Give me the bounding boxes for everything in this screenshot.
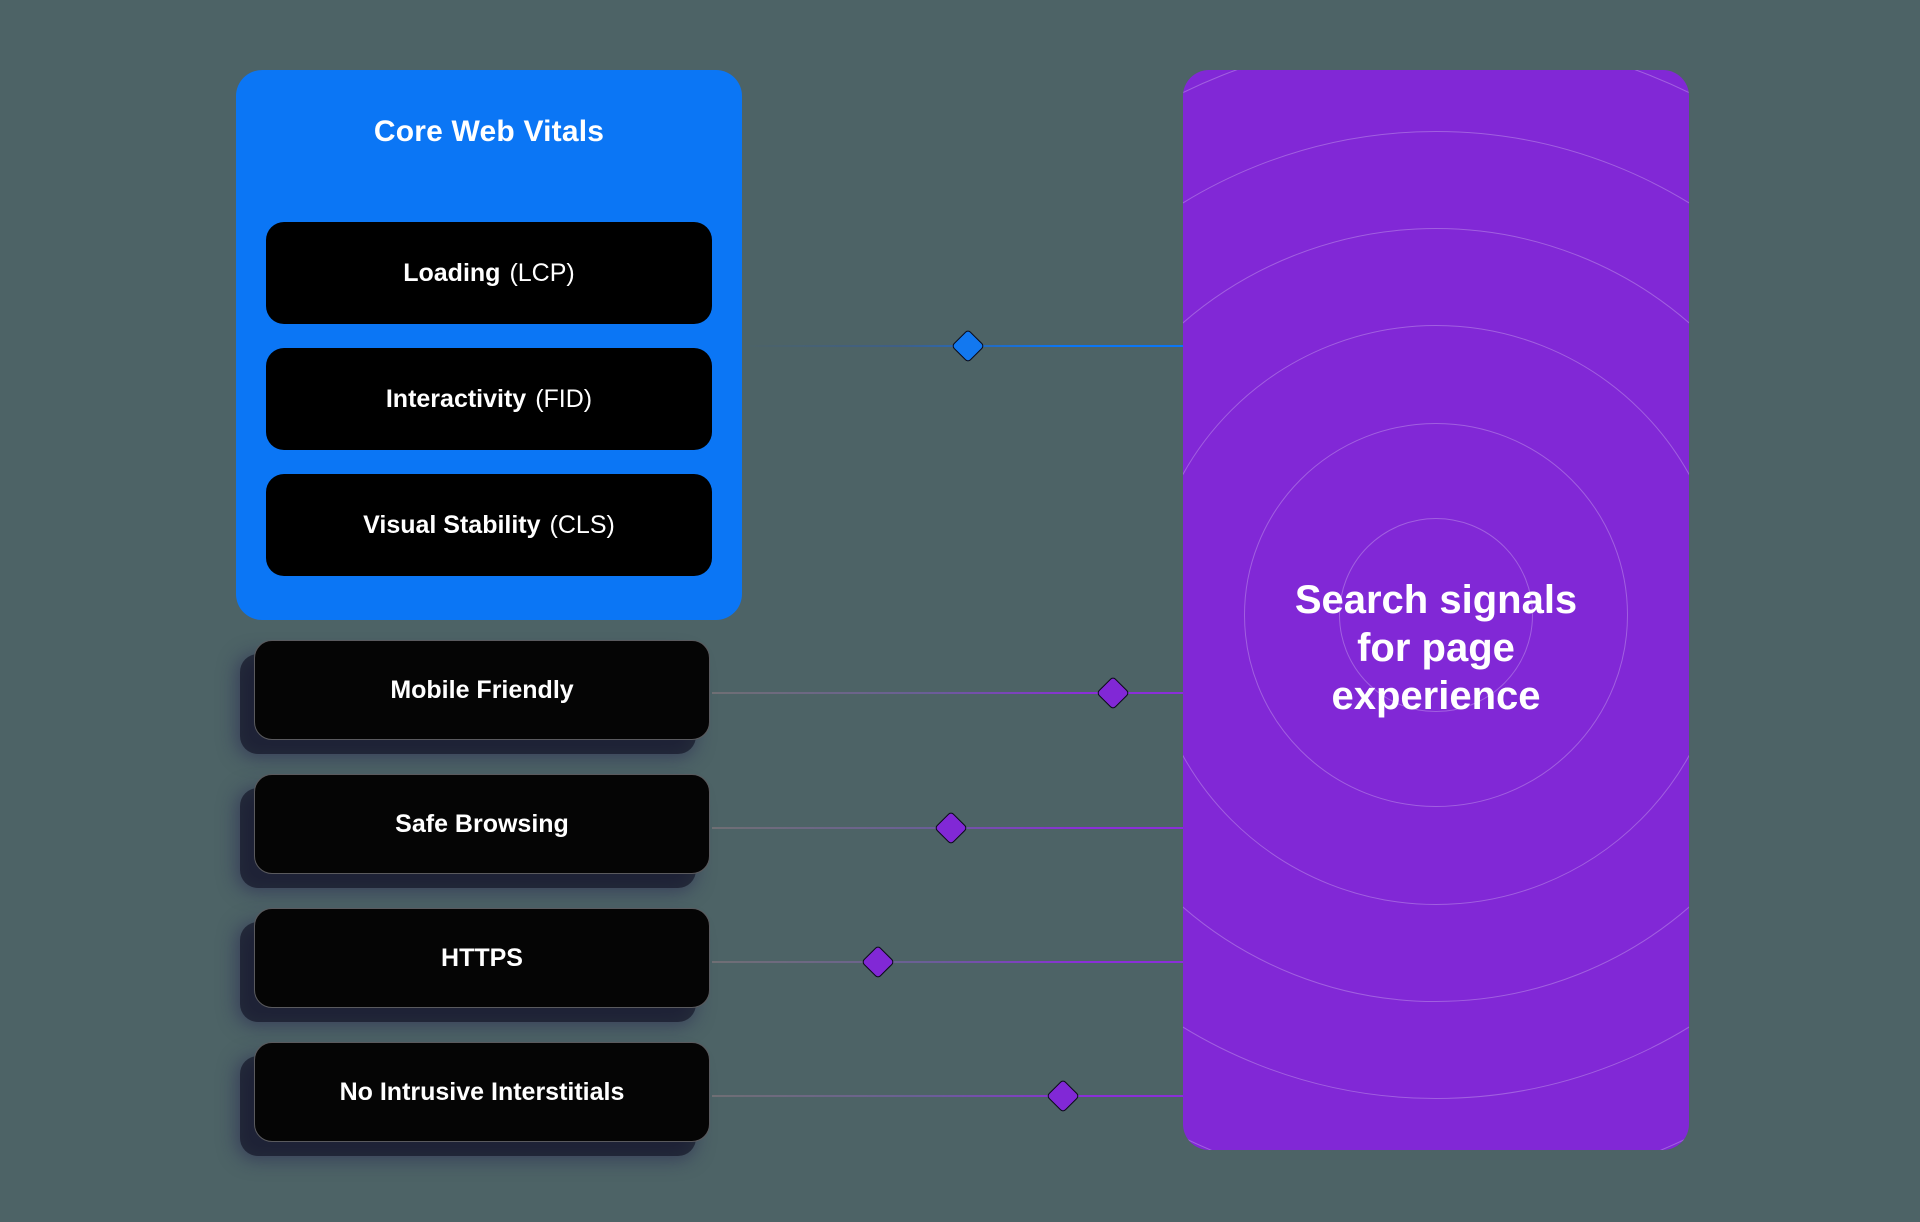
connector-diamond-icon (952, 330, 984, 362)
metric-name-fid: Interactivity (385, 384, 527, 413)
connector-line (712, 692, 1187, 694)
signal-card-no-intrusive-interstitials[interactable]: No Intrusive Interstitials (254, 1042, 710, 1142)
connector-safe-browsing (712, 812, 1187, 844)
connector-mobile-friendly (712, 677, 1187, 709)
signal-card-label: Mobile Friendly (390, 675, 574, 704)
concentric-rings-decoration (1183, 70, 1689, 1150)
metric-card-fid[interactable]: Interactivity (FID) (266, 348, 712, 450)
core-web-vitals-title: Core Web Vitals (373, 115, 605, 148)
signal-card-mobile-friendly[interactable]: Mobile Friendly (254, 640, 710, 740)
signal-card-label: No Intrusive Interstitials (339, 1077, 625, 1106)
signal-card-safe-browsing[interactable]: Safe Browsing (254, 774, 710, 874)
connector-diamond-icon (1097, 677, 1129, 709)
connector-core-web-vitals (742, 330, 1187, 362)
connector-no-intrusive-interstitials (712, 1080, 1187, 1112)
metric-abbr-lcp: (LCP) (509, 258, 575, 287)
connector-line (712, 1095, 1187, 1097)
hub-title-line-3: experience (1331, 674, 1541, 718)
core-web-vitals-metric-list: Loading (LCP) Interactivity (FID) Visual… (266, 222, 712, 576)
hub-title: Search signals for page experience (1183, 576, 1689, 720)
core-web-vitals-panel: Core Web Vitals Loading (LCP) Interactiv… (236, 70, 742, 620)
search-signals-hub-panel: Search signals for page experience (1183, 70, 1689, 1150)
metric-card-lcp[interactable]: Loading (LCP) (266, 222, 712, 324)
connector-diamond-icon (862, 946, 894, 978)
metric-card-cls[interactable]: Visual Stability (CLS) (266, 474, 712, 576)
signal-card-label: Safe Browsing (395, 809, 569, 838)
hub-title-line-1: Search signals (1294, 578, 1578, 622)
signal-card-label: HTTPS (441, 943, 523, 972)
metric-abbr-cls: (CLS) (549, 510, 615, 539)
metric-abbr-fid: (FID) (535, 384, 593, 413)
metric-name-lcp: Loading (403, 258, 501, 287)
connector-https (712, 946, 1187, 978)
signal-card-https[interactable]: HTTPS (254, 908, 710, 1008)
connector-diamond-icon (935, 812, 967, 844)
connector-line (712, 961, 1187, 963)
hub-title-line-2: for page (1357, 626, 1515, 670)
metric-name-cls: Visual Stability (363, 510, 541, 539)
connector-diamond-icon (1047, 1080, 1079, 1112)
